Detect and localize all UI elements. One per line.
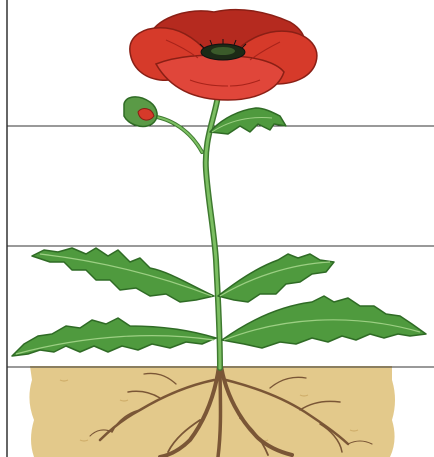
leaf-right-middle	[218, 254, 334, 302]
flower-bud	[124, 97, 157, 127]
upper-leaf	[210, 108, 286, 134]
leaf-right-bottom	[222, 296, 426, 348]
poppy-flower	[130, 10, 317, 100]
bud-stem	[150, 116, 202, 152]
